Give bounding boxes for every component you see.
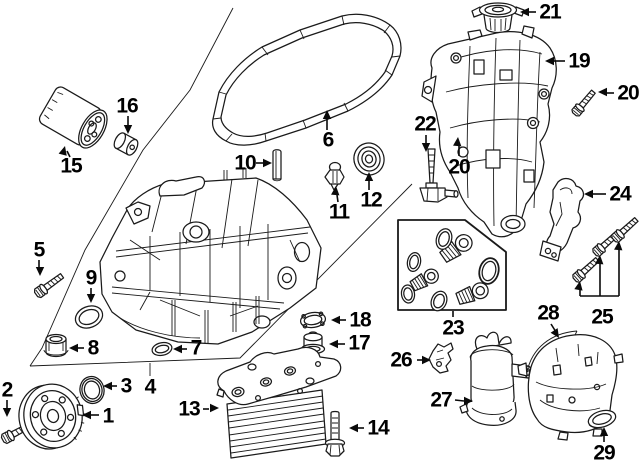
engine-block-assembly-drawing [100,168,321,344]
sensor-26-drawing [429,343,453,373]
bolt-25-a-drawing [570,254,602,285]
o-ring-18-drawing [300,311,327,329]
oil-filler-cap-drawing [472,3,524,33]
bracket-24-drawing [540,179,583,261]
seal-3-drawing [77,374,107,406]
cover-28-drawing [518,331,623,440]
oil-cooler-drawing [217,347,341,458]
oil-filter-drawing [37,85,113,153]
plug-8-drawing [44,335,68,357]
bolt-5-drawing [32,270,66,300]
o-ring-7-drawing [151,341,173,357]
oil-housing-27-drawing [460,332,531,425]
group-separator-lines [30,8,412,376]
oil-level-indicator-drawing [420,149,458,202]
callout-leaders [2,7,624,442]
seal-kit-box-drawing [398,220,506,313]
oil-pan-gasket-drawing [213,14,401,145]
crankshaft-pulley-drawing [13,378,90,454]
bolt-20-right-drawing [569,87,598,119]
filter-adapter-drawing [112,131,140,157]
bolt-25-c-drawing [609,214,640,245]
oil-pressure-sensor-drawing [325,163,344,191]
o-ring-9-drawing [72,302,106,332]
oval-plug-29-drawing [586,407,617,430]
front-cover-drawing [422,26,556,237]
bolt-14-drawing [326,412,345,457]
oil-tube-drawing [273,150,281,181]
shaft-seal-drawing [350,140,387,178]
